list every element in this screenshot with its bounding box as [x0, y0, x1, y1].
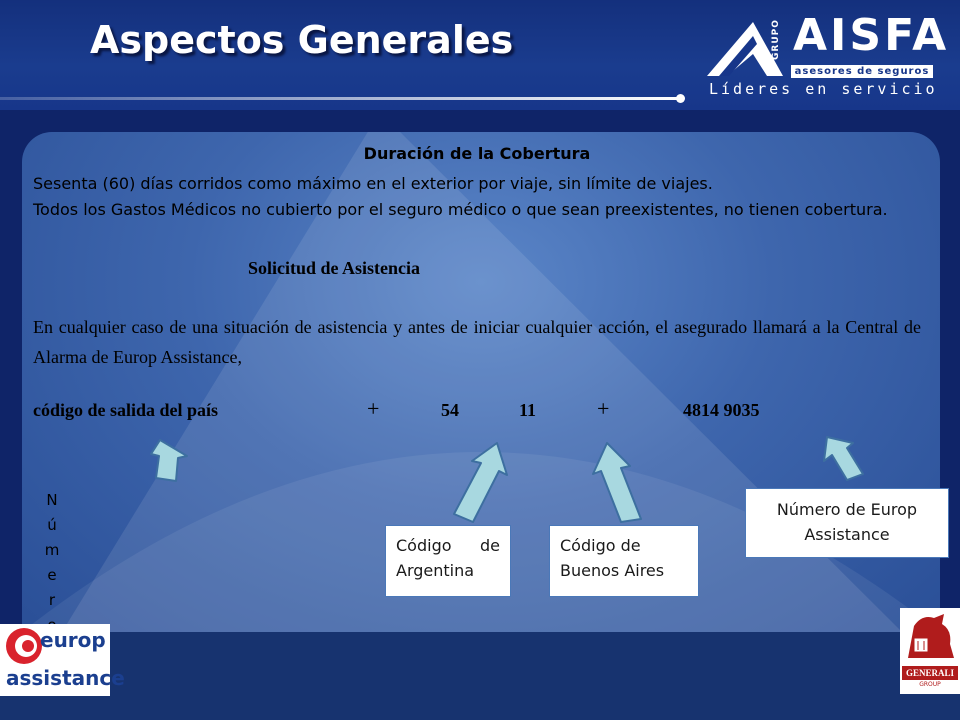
- assistance-word: assistance: [6, 666, 125, 690]
- generali-logo: GENERALI GROUP: [900, 608, 960, 694]
- exit-code-label: código de salida del país: [33, 400, 219, 420]
- assistance-paragraph: En cualquier caso de una situación de as…: [33, 317, 921, 367]
- plus-sign-1: +: [367, 396, 380, 421]
- callout-europ-number: Número de Europ Assistance: [745, 488, 949, 558]
- vertical-letter: r: [48, 591, 56, 609]
- title-divider: [0, 97, 680, 100]
- europ-swirl-icon: [6, 628, 42, 664]
- callout-buenos-aires-code: Código de Buenos Aires: [549, 525, 699, 597]
- coverage-line-1: Sesenta (60) días corridos como máximo e…: [33, 174, 713, 193]
- generali-wordmark: GENERALI: [902, 666, 958, 680]
- vertical-letter: ú: [47, 516, 57, 534]
- vertical-letter: e: [47, 566, 57, 584]
- dialing-code-row: código de salida del país + 54 11 + 4814…: [33, 396, 921, 428]
- generali-group-label: GROUP: [919, 681, 941, 688]
- plus-sign-2: +: [597, 396, 610, 421]
- europ-assistance-logo: europ assistance: [0, 624, 125, 696]
- aisfa-subtitle: asesores de seguros: [791, 65, 933, 78]
- aisfa-wordmark: AISFA: [793, 10, 950, 61]
- area-code: 11: [519, 400, 537, 420]
- vertical-letter: N: [46, 491, 58, 509]
- aisfa-mountain-icon: [707, 22, 783, 76]
- country-code: 54: [441, 400, 459, 420]
- europ-word: europ: [40, 628, 106, 652]
- slide-title: Aspectos Generales: [90, 18, 514, 62]
- coverage-heading: Duración de la Cobertura: [363, 144, 591, 163]
- aisfa-grupo: GRUPO: [771, 19, 781, 60]
- aisfa-tagline: Líderes en servicio: [709, 80, 938, 98]
- slide-header: Aspectos Generales GRUPO AISFA asesores …: [0, 0, 960, 110]
- generali-lion-icon: [908, 614, 954, 658]
- footer-band: [0, 632, 960, 720]
- aisfa-logo: GRUPO AISFA asesores de seguros Líderes …: [705, 10, 946, 102]
- assistance-heading: Solicitud de Asistencia: [248, 258, 421, 278]
- title-divider-dot: [676, 94, 685, 103]
- phone-number: 4814 9035: [683, 400, 760, 420]
- coverage-line-2: Todos los Gastos Médicos no cubierto por…: [33, 200, 888, 219]
- vertical-letter: m: [44, 541, 60, 559]
- callout-argentina-code: Código de Argentina: [385, 525, 511, 597]
